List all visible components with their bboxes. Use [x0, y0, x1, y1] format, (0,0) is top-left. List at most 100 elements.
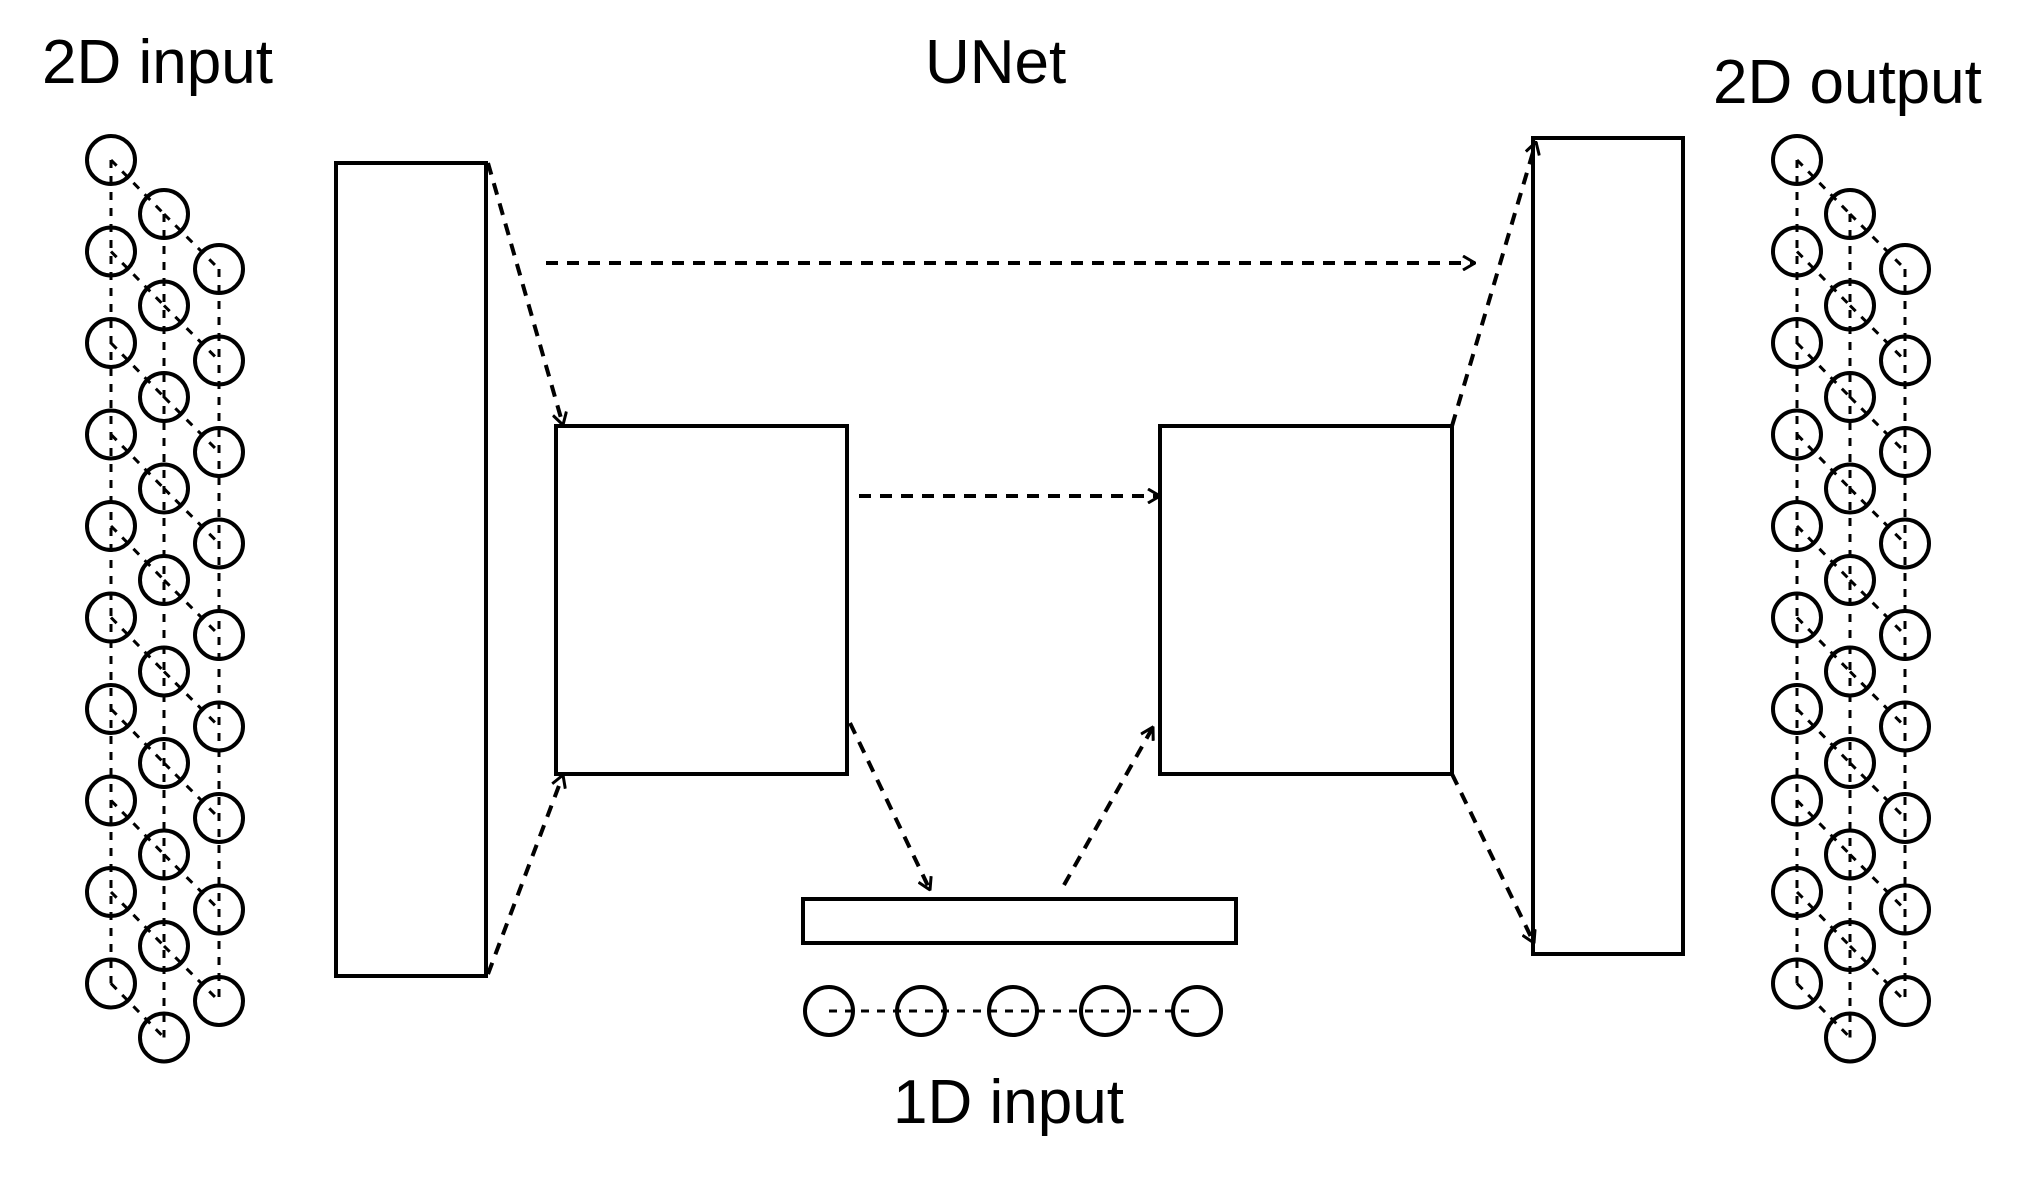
node-circle [1771, 408, 1823, 461]
input-1d-node-row [803, 985, 1223, 1037]
row-connector [162, 670, 221, 728]
row-connector [162, 212, 221, 271]
node-circle [85, 225, 137, 278]
node-circle [138, 554, 190, 606]
node-circle [85, 134, 137, 186]
row-connector [1795, 433, 1852, 490]
node-circle [1824, 554, 1876, 606]
node-circle [193, 609, 245, 661]
node-circle [138, 462, 190, 515]
node-circle [85, 683, 137, 735]
bottleneck-block [801, 897, 1238, 945]
node-circle [1771, 866, 1823, 918]
arrow-enc1-from-enc2 [486, 775, 563, 975]
row-connector [1795, 616, 1852, 673]
node-circle [1824, 1011, 1876, 1064]
row-connector [1848, 578, 1907, 637]
row-connector [162, 395, 221, 454]
node-circle [85, 317, 137, 369]
node-circle [987, 985, 1039, 1037]
row-connector [1848, 761, 1907, 820]
node-circle [85, 774, 137, 827]
decoder-block-1 [1531, 136, 1685, 956]
node-circle [1824, 279, 1876, 332]
node-circle [1079, 985, 1131, 1037]
row-connector [162, 944, 221, 1003]
node-circle [1171, 985, 1223, 1037]
arrow-dec2-to-dec1-bottom [1450, 773, 1534, 943]
node-circle [193, 700, 245, 753]
row-connector [1795, 341, 1852, 399]
node-circle [1824, 920, 1876, 972]
row-connector [1795, 890, 1852, 948]
node-circle [138, 1011, 190, 1064]
arrow-enc1-to-enc2 [486, 162, 563, 425]
row-connector [1795, 982, 1852, 1039]
row-connector [1848, 487, 1907, 545]
node-circle [138, 920, 190, 972]
node-circle [193, 334, 245, 387]
node-circle [1771, 774, 1823, 827]
row-connector [109, 250, 166, 307]
row-connector [109, 982, 166, 1039]
node-circle [193, 975, 245, 1027]
encoder-block-1 [334, 161, 488, 978]
node-circle [1824, 462, 1876, 515]
node-circle [1879, 975, 1931, 1027]
row-connector [109, 707, 166, 765]
decoder-block-2 [1158, 424, 1454, 776]
row-connector [109, 433, 166, 490]
node-circle [85, 500, 137, 552]
node-circle [1771, 317, 1823, 369]
node-circle [138, 737, 190, 789]
row-connector [109, 616, 166, 673]
row-connector [1795, 799, 1852, 856]
node-circle [193, 792, 245, 844]
row-connector [1795, 250, 1852, 307]
row-connector [162, 761, 221, 820]
node-circle [85, 591, 137, 644]
arrow-dec2-to-dec1-top [1450, 142, 1536, 427]
node-circle [85, 866, 137, 918]
node-circle [193, 426, 245, 478]
node-circle [193, 243, 245, 295]
node-circle [1824, 645, 1876, 698]
row-connector [162, 487, 221, 545]
node-circle [1879, 700, 1931, 753]
row-connector [1848, 395, 1907, 454]
input-2d-label: 2D input [42, 28, 273, 97]
node-circle [1771, 500, 1823, 552]
node-circle [1771, 683, 1823, 735]
row-connector [109, 890, 166, 948]
row-connector [109, 341, 166, 399]
row-connector [1795, 524, 1852, 582]
output-2d-label: 2D output [1713, 48, 1982, 117]
row-connector [1848, 670, 1907, 728]
encoder-block-2 [554, 424, 849, 776]
node-circle [138, 188, 190, 240]
input-2d-node-grid [85, 134, 245, 1064]
node-circle [138, 645, 190, 698]
row-connector [109, 524, 166, 582]
row-connector [1848, 212, 1907, 271]
node-circle [1879, 883, 1931, 936]
node-circle [1879, 243, 1931, 295]
node-circle [85, 408, 137, 461]
row-connector [1795, 707, 1852, 765]
node-circle [1879, 334, 1931, 387]
node-circle [1771, 957, 1823, 1010]
node-circle [1824, 371, 1876, 423]
node-circle [138, 828, 190, 881]
row-connector [1848, 944, 1907, 1003]
node-circle [1879, 426, 1931, 478]
node-circle [193, 517, 245, 570]
node-circle [1771, 225, 1823, 278]
row-connector [1795, 158, 1852, 216]
row-connector [1848, 853, 1907, 911]
node-circle [1771, 591, 1823, 644]
node-circle [803, 985, 855, 1037]
node-circle [138, 279, 190, 332]
row-connector [162, 578, 221, 637]
node-circle [85, 957, 137, 1010]
